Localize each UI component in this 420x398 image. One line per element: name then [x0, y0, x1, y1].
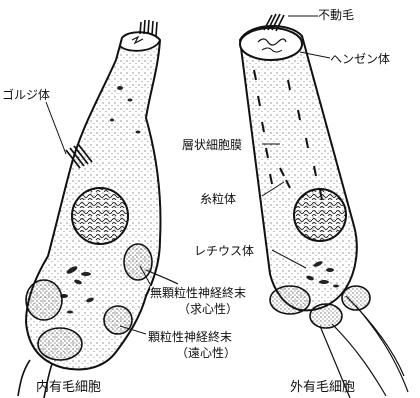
outer-cuticular-plate	[240, 28, 302, 60]
label-mitochondria: 糸粒体	[200, 192, 236, 206]
label-kinocilium: 不動毛	[318, 8, 354, 22]
label-retzius-body: レチウス体	[194, 244, 254, 258]
caption-outer-hair-cell: 外有毛細胞	[290, 380, 355, 395]
label-afferent: （求心性）	[178, 302, 238, 316]
label-hensen-body: ヘンゼン体	[330, 52, 390, 66]
label-agranular-ending: 無顆粒性神経終末	[150, 286, 246, 300]
outer-hair-cell	[240, 14, 408, 398]
caption-inner-hair-cell: 内有毛細胞	[36, 380, 101, 395]
label-efferent: （遠心性）	[176, 346, 236, 360]
label-layered-membrane: 層状細胞膜	[182, 138, 242, 152]
label-granular-ending: 顆粒性神経終末	[148, 330, 232, 344]
outer-nucleus	[294, 189, 346, 241]
label-golgi: ゴルジ体	[2, 88, 50, 102]
inner-nucleus	[72, 188, 128, 244]
outer-cell-outline	[240, 26, 357, 310]
